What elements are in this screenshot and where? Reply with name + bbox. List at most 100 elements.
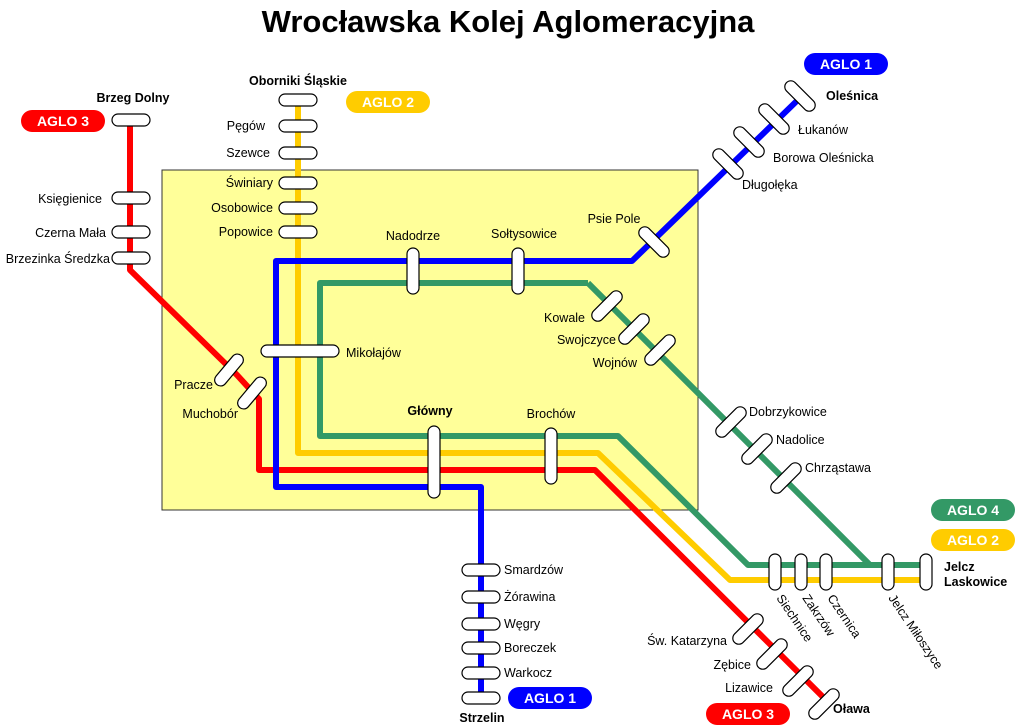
station-glowny[interactable] xyxy=(427,425,441,499)
station-zorawina[interactable] xyxy=(461,590,501,604)
label-brochow: Brochów xyxy=(527,407,577,421)
station-psie-pole[interactable] xyxy=(636,224,671,259)
label-kowale: Kowale xyxy=(544,311,585,325)
label-ziebice: Zębice xyxy=(713,658,751,672)
station-warkocz[interactable] xyxy=(461,666,501,680)
label-ksiegienice: Księgienice xyxy=(38,192,102,206)
badge-aglo3-top[interactable]: AGLO 3 xyxy=(21,110,105,132)
badge-aglo1-top[interactable]: AGLO 1 xyxy=(804,53,888,75)
station-strzelin[interactable] xyxy=(461,691,501,705)
station-olesnica[interactable] xyxy=(782,78,817,113)
label-strzelin: Strzelin xyxy=(459,711,504,725)
station-brzezinka-sredzka[interactable] xyxy=(111,251,151,265)
station-popowice[interactable] xyxy=(278,225,318,239)
station-brochow[interactable] xyxy=(544,427,558,485)
badge-aglo1-bottom[interactable]: AGLO 1 xyxy=(508,687,592,709)
label-jelcz-laskowice-line1: Jelcz xyxy=(944,560,975,574)
badge-aglo2-right[interactable]: AGLO 2 xyxy=(931,529,1015,551)
label-brzeg-dolny: Brzeg Dolny xyxy=(97,91,170,105)
aglo1-line xyxy=(273,90,808,697)
label-mikolajow: Mikołajów xyxy=(346,346,402,360)
label-olawa: Oława xyxy=(833,702,871,716)
station-mikolajow[interactable] xyxy=(260,344,340,358)
label-wegry: Węgry xyxy=(504,617,541,631)
station-nadolice[interactable] xyxy=(739,431,774,466)
station-soltysowice[interactable] xyxy=(511,247,525,295)
station-siechnice[interactable] xyxy=(768,553,782,591)
label-nadolice: Nadolice xyxy=(776,433,825,447)
station-chrzastawa[interactable] xyxy=(768,460,803,495)
label-czerna-mala: Czerna Mała xyxy=(35,226,106,240)
label-psie-pole: Psie Pole xyxy=(588,212,641,226)
station-muchobor[interactable] xyxy=(235,375,269,412)
label-swiniary: Świniary xyxy=(226,175,274,190)
map-title: Wrocławska Kolej Aglomeracyjna xyxy=(262,4,756,39)
station-czernica[interactable] xyxy=(819,553,833,591)
badge-aglo3-top-label: AGLO 3 xyxy=(37,113,89,129)
station-lukanow[interactable] xyxy=(756,101,791,136)
station-wojnow[interactable] xyxy=(642,332,677,367)
station-ksiegienice[interactable] xyxy=(111,191,151,205)
badge-aglo1-top-label: AGLO 1 xyxy=(820,56,872,72)
label-osobowice: Osobowice xyxy=(211,201,273,215)
label-brzezinka-sredzka: Brzezinka Średzka xyxy=(6,251,110,266)
station-swojczyce[interactable] xyxy=(616,311,651,346)
station-osobowice[interactable] xyxy=(278,201,318,215)
badge-aglo2-top-label: AGLO 2 xyxy=(362,94,414,110)
label-zorawina: Żórawina xyxy=(504,590,555,604)
station-szewce[interactable] xyxy=(278,146,318,160)
label-soltysowice: Sołtysowice xyxy=(491,227,557,241)
badge-aglo4-right[interactable]: AGLO 4 xyxy=(931,499,1015,521)
station-kowale[interactable] xyxy=(589,288,624,323)
station-zakrzow[interactable] xyxy=(794,553,808,591)
label-nadodrze: Nadodrze xyxy=(386,229,440,243)
label-pegow: Pęgów xyxy=(227,119,266,133)
station-olawa[interactable] xyxy=(806,686,841,721)
label-lizawice: Lizawice xyxy=(725,681,773,695)
station-smardzow[interactable] xyxy=(461,563,501,577)
station-dobrzykowice[interactable] xyxy=(713,404,748,439)
label-warkocz: Warkocz xyxy=(504,666,552,680)
station-nadodrze[interactable] xyxy=(406,247,420,295)
label-pracze: Pracze xyxy=(174,378,213,392)
label-szewce: Szewce xyxy=(226,146,270,160)
label-wojnow: Wojnów xyxy=(593,356,638,370)
station-lizawice[interactable] xyxy=(780,663,815,698)
label-jelcz-miloszyce: Jelcz Miłoszyce xyxy=(886,592,946,672)
aglo3-line xyxy=(127,120,829,703)
badge-aglo1-bottom-label: AGLO 1 xyxy=(524,690,576,706)
badge-aglo3-bottom[interactable]: AGLO 3 xyxy=(706,703,790,725)
station-oborniki-slaskie[interactable] xyxy=(278,93,318,107)
station-borowa-olesnicka[interactable] xyxy=(731,124,766,159)
label-oborniki-slaskie: Oborniki Śląskie xyxy=(249,73,347,88)
label-chrzastawa: Chrząstawa xyxy=(805,461,871,475)
label-smardzow: Smardzów xyxy=(504,563,564,577)
station-sw-katarzyna[interactable] xyxy=(730,611,765,646)
label-popowice: Popowice xyxy=(219,225,273,239)
station-dlugoleka[interactable] xyxy=(710,146,745,181)
label-sw-katarzyna: Św. Katarzyna xyxy=(647,633,727,648)
station-ziebice[interactable] xyxy=(754,636,789,671)
label-dlugoleka: Długołęka xyxy=(742,178,798,192)
badge-aglo2-right-label: AGLO 2 xyxy=(947,532,999,548)
station-pracze[interactable] xyxy=(212,352,246,389)
station-wegry[interactable] xyxy=(461,617,501,631)
label-swojczyce: Swojczyce xyxy=(557,333,616,347)
label-jelcz-laskowice-line2: Laskowice xyxy=(944,575,1007,589)
badge-aglo3-bottom-label: AGLO 3 xyxy=(722,706,774,722)
label-glowny: Główny xyxy=(407,404,452,418)
station-pegow[interactable] xyxy=(278,119,318,133)
label-boreczek: Boreczek xyxy=(504,641,557,655)
station-boreczek[interactable] xyxy=(461,641,501,655)
station-swiniary[interactable] xyxy=(278,176,318,190)
label-dobrzykowice: Dobrzykowice xyxy=(749,405,827,419)
station-czerna-mala[interactable] xyxy=(111,225,151,239)
station-jelcz-miloszyce[interactable] xyxy=(881,553,895,591)
label-borowa-olesnicka: Borowa Oleśnicka xyxy=(773,151,874,165)
label-lukanow: Łukanów xyxy=(798,123,849,137)
label-olesnica: Oleśnica xyxy=(826,89,879,103)
station-brzeg-dolny[interactable] xyxy=(111,113,151,127)
badge-aglo2-top[interactable]: AGLO 2 xyxy=(346,91,430,113)
station-jelcz-laskowice[interactable] xyxy=(919,553,933,591)
